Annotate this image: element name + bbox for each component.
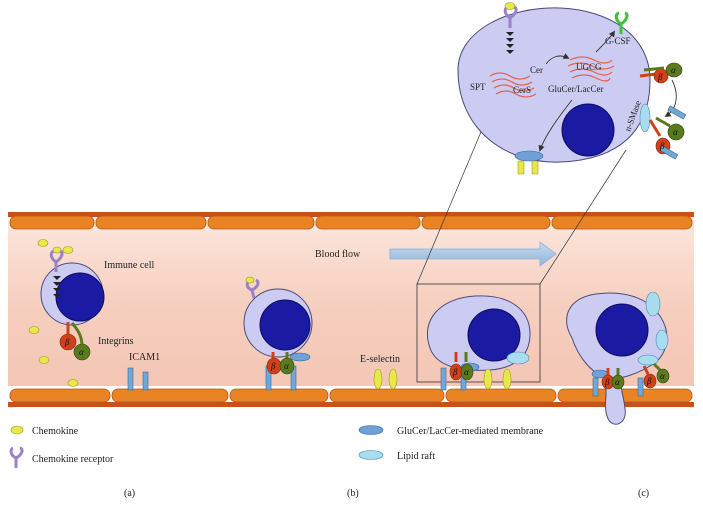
icam1-a bbox=[127, 367, 149, 391]
glucer-laccer-label: GluCer/LacCer bbox=[548, 84, 603, 94]
chemokine-particles-a bbox=[28, 239, 79, 387]
zoomed-nucleus bbox=[561, 103, 615, 157]
integrin-beta-c1 bbox=[449, 352, 463, 381]
lipid-rafts-c2 bbox=[637, 291, 669, 366]
e-selectin-c1 bbox=[483, 368, 512, 390]
zoom-line-left bbox=[416, 119, 487, 285]
g-csf-receptor bbox=[614, 11, 629, 34]
lipid-raft-zoom bbox=[639, 103, 651, 133]
blood-flow-arrow bbox=[389, 241, 557, 267]
endothelium-top bbox=[9, 215, 693, 230]
legend-glucer-icon bbox=[358, 425, 384, 435]
g-csf-label: G-CSF bbox=[605, 36, 631, 46]
golgi-structure bbox=[567, 56, 615, 82]
nucleus-c2 bbox=[595, 303, 649, 357]
nucleus-a bbox=[55, 272, 105, 322]
cers-label: CerS bbox=[513, 85, 531, 95]
integrin-alpha-a bbox=[70, 322, 91, 361]
beta-symbol-zoom2: β bbox=[659, 141, 665, 151]
zoomed-cell: SPT CerS Cer UGCG GluCer/LacCer G-CSF n-… bbox=[457, 2, 687, 175]
alpha-symbol-zoom2: α bbox=[673, 127, 678, 137]
signal-arrows-a bbox=[53, 276, 61, 298]
panel-label-c: (c) bbox=[638, 488, 649, 499]
alpha-symbol-b: α bbox=[284, 361, 289, 371]
nucleus-c1 bbox=[467, 308, 521, 362]
zoom-box bbox=[416, 283, 541, 383]
legend-lipid-raft-icon bbox=[358, 450, 384, 460]
e-selectin-zoom bbox=[517, 160, 539, 175]
alpha-symbol-a: α bbox=[79, 347, 84, 357]
nucleus-b bbox=[259, 299, 311, 351]
golgi-to-membrane-arrow bbox=[538, 99, 573, 152]
integrins-zoom-top bbox=[639, 62, 683, 84]
signal-arrows-zoom bbox=[506, 32, 514, 54]
icam1-label: ICAM1 bbox=[129, 352, 160, 363]
nsmase-arrow bbox=[664, 79, 677, 117]
beta-symbol-c2a: β bbox=[604, 377, 610, 387]
vessel-wall-top-border bbox=[8, 212, 694, 217]
cer-label: Cer bbox=[530, 65, 543, 75]
immune-cell-label: Immune cell bbox=[104, 260, 154, 271]
glucer-membrane-zoom bbox=[514, 150, 544, 162]
blood-flow-label: Blood flow bbox=[315, 249, 361, 260]
integrins-c2 bbox=[601, 362, 670, 390]
panel-c-vessel: E-selectin β α bbox=[360, 119, 670, 425]
cer-to-ugcg-arrow bbox=[545, 53, 570, 65]
e-selectin-label: E-selectin bbox=[360, 354, 400, 365]
chemokine-receptor-a bbox=[49, 246, 64, 272]
alpha-symbol-c1: α bbox=[464, 367, 469, 377]
integrin-beta-a bbox=[59, 322, 77, 351]
legend-receptor-label: Chemokine receptor bbox=[32, 454, 114, 465]
chemokine-receptor-b bbox=[245, 276, 260, 299]
alpha-symbol-c2a: α bbox=[615, 377, 620, 387]
beta-symbol-c1: β bbox=[452, 367, 458, 377]
panel-a: β α Immune cell Integrins ICAM1 bbox=[28, 239, 160, 391]
alpha-symbol-c2b: α bbox=[660, 371, 665, 381]
legend-lipid-raft-label: Lipid raft bbox=[397, 451, 435, 462]
panel-b: β α bbox=[243, 276, 313, 391]
beta-symbol-zoom1: β bbox=[657, 72, 663, 82]
endothelium-bottom bbox=[9, 388, 693, 403]
integrin-alpha-b bbox=[279, 352, 295, 375]
legend-chemokine-label: Chemokine bbox=[32, 426, 79, 437]
spt-label: SPT bbox=[470, 82, 486, 92]
chemokine-receptor-zoom bbox=[503, 2, 518, 28]
zoom-line-right bbox=[539, 149, 627, 285]
legend-receptor-icon bbox=[9, 446, 24, 468]
panel-label-a: (a) bbox=[124, 488, 135, 499]
icam1-c2 bbox=[592, 377, 644, 397]
e-selectin bbox=[373, 368, 398, 390]
alpha-symbol-zoom1: α bbox=[671, 65, 676, 75]
legend-glucer-label: GluCer/LacCer-mediated membrane bbox=[397, 426, 544, 437]
integrin-alpha-c1 bbox=[460, 352, 474, 381]
golgi-to-gcsf-arrow bbox=[595, 30, 615, 53]
beta-symbol-a: β bbox=[64, 337, 70, 347]
lipid-raft-c1 bbox=[506, 351, 530, 365]
vessel-wall-bottom-border bbox=[8, 402, 694, 407]
integrins-label: Integrins bbox=[98, 336, 134, 347]
beta-symbol-b: β bbox=[270, 361, 276, 371]
beta-symbol-c2b: β bbox=[646, 376, 652, 386]
ugcg-label: UGCG bbox=[576, 62, 602, 72]
glucer-membrane-b bbox=[289, 352, 311, 362]
legend: Chemokine Chemokine receptor GluCer/LacC… bbox=[9, 425, 544, 468]
er-structure bbox=[489, 72, 537, 98]
legend-chemokine-icon bbox=[10, 425, 24, 435]
panel-label-b: (b) bbox=[347, 488, 359, 499]
integrins-zoom-bottom bbox=[648, 105, 687, 160]
